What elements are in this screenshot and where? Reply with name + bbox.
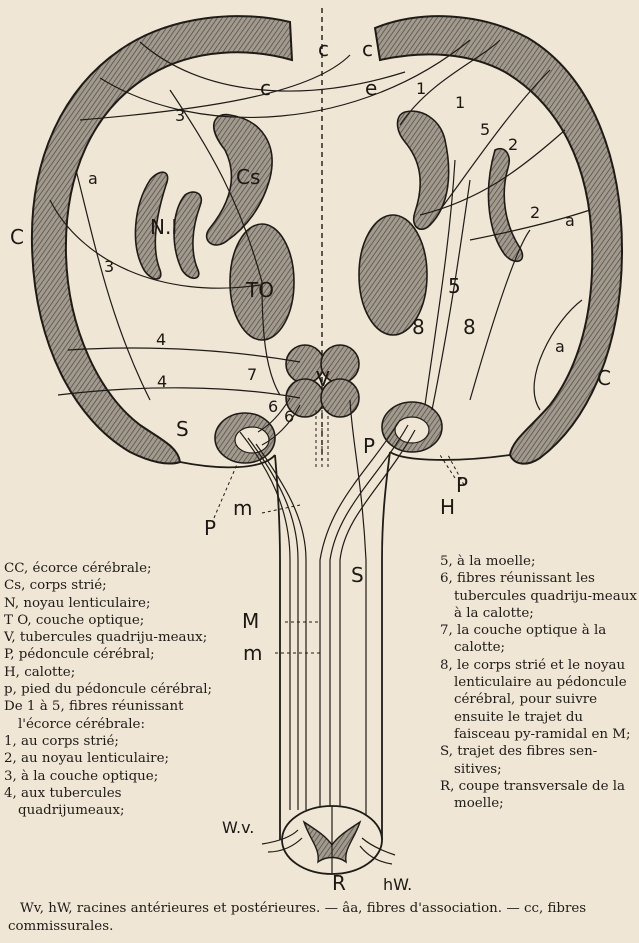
legend-item: H, calotte; bbox=[4, 664, 230, 681]
label-1b: 1 bbox=[455, 93, 465, 112]
noyau-lenticulaire-left-2 bbox=[174, 192, 201, 278]
legend-item: T O, couche optique; bbox=[4, 612, 230, 629]
label-6b: 6 bbox=[284, 407, 294, 426]
label-6a: 6 bbox=[268, 397, 278, 416]
legend-item: 5, à la moelle; bbox=[440, 553, 638, 570]
legend-item: 7, la couche optique à la calotte; bbox=[440, 622, 638, 657]
legend-item: Cs, corps strié; bbox=[4, 577, 230, 594]
legend-item: 8, le corps strié et le noyau lenticulai… bbox=[440, 657, 638, 743]
legend-item: 3, à la couche optique; bbox=[4, 768, 230, 785]
label-R: R bbox=[332, 871, 346, 895]
label-C-right: C bbox=[597, 366, 611, 390]
label-2a: 2 bbox=[508, 135, 518, 154]
label-hw: hW. bbox=[383, 875, 412, 894]
legend-item: De 1 à 5, fibres réunissant l'écorce cér… bbox=[4, 698, 230, 733]
label-P-left: P bbox=[204, 516, 216, 540]
label-3a: 3 bbox=[175, 106, 185, 125]
label-5a: 5 bbox=[480, 120, 490, 139]
corps-strie-right bbox=[398, 111, 449, 229]
label-cs: Cs bbox=[236, 165, 260, 189]
label-c2: c bbox=[260, 76, 271, 100]
label-M: M bbox=[242, 609, 259, 633]
legend-item: 2, au noyau lenticulaire; bbox=[4, 750, 230, 767]
label-P-inner: P bbox=[363, 434, 375, 458]
medulla-stem bbox=[275, 452, 390, 840]
legend-item: 4, aux tubercules quadrijumeaux; bbox=[4, 785, 230, 820]
label-wv: W.v. bbox=[222, 818, 254, 837]
spinal-cross-section bbox=[262, 806, 395, 874]
label-m-lower: m bbox=[243, 641, 262, 665]
legend-item: S, trajet des fibres sen-sitives; bbox=[440, 743, 638, 778]
label-8b: 8 bbox=[463, 315, 476, 339]
figure-caption: Wv, hW, racines antérieures et postérieu… bbox=[8, 900, 636, 936]
label-P-right: P bbox=[456, 473, 468, 497]
label-to: TO bbox=[245, 278, 274, 302]
label-a-left: a bbox=[88, 169, 98, 188]
label-c1: c bbox=[318, 37, 329, 61]
label-4b: 4 bbox=[157, 372, 167, 391]
noyau-lenticulaire-right bbox=[488, 149, 522, 262]
legend-item: R, coupe transversale de la moelle; bbox=[440, 778, 638, 813]
legend-item: p, pied du pédoncule cérébral; bbox=[4, 681, 230, 698]
label-v: V bbox=[316, 367, 330, 391]
legend-item: N, noyau lenticulaire; bbox=[4, 595, 230, 612]
label-c4: e bbox=[365, 76, 377, 100]
legend-item: 6, fibres réunissant les tubercules quad… bbox=[440, 570, 638, 622]
label-c3: c bbox=[362, 37, 373, 61]
label-4a: 4 bbox=[156, 330, 166, 349]
label-8a: 8 bbox=[412, 315, 425, 339]
legend-item: P, pédoncule cérébral; bbox=[4, 646, 230, 663]
label-3b: 3 bbox=[104, 257, 114, 276]
label-a-right1: a bbox=[565, 211, 575, 230]
legend-left: CC, écorce cérébrale; Cs, corps strié; N… bbox=[4, 560, 230, 819]
label-2b: 2 bbox=[530, 203, 540, 222]
label-1a: 1 bbox=[416, 79, 426, 98]
label-m-upper: m bbox=[233, 496, 252, 520]
label-ni: N.I bbox=[150, 215, 177, 239]
legend-right: 5, à la moelle; 6, fibres réunissant les… bbox=[440, 553, 638, 812]
label-5b: 5 bbox=[448, 274, 461, 298]
legend-item: V, tubercules quadriju-meaux; bbox=[4, 629, 230, 646]
label-S-stem: S bbox=[351, 563, 364, 587]
label-a-right2: a bbox=[555, 337, 565, 356]
legend-item: 1, au corps strié; bbox=[4, 733, 230, 750]
legend-item: CC, écorce cérébrale; bbox=[4, 560, 230, 577]
label-7: 7 bbox=[247, 365, 257, 384]
label-S-left: S bbox=[176, 417, 189, 441]
label-C-left: C bbox=[10, 225, 24, 249]
label-H: H bbox=[440, 495, 455, 519]
